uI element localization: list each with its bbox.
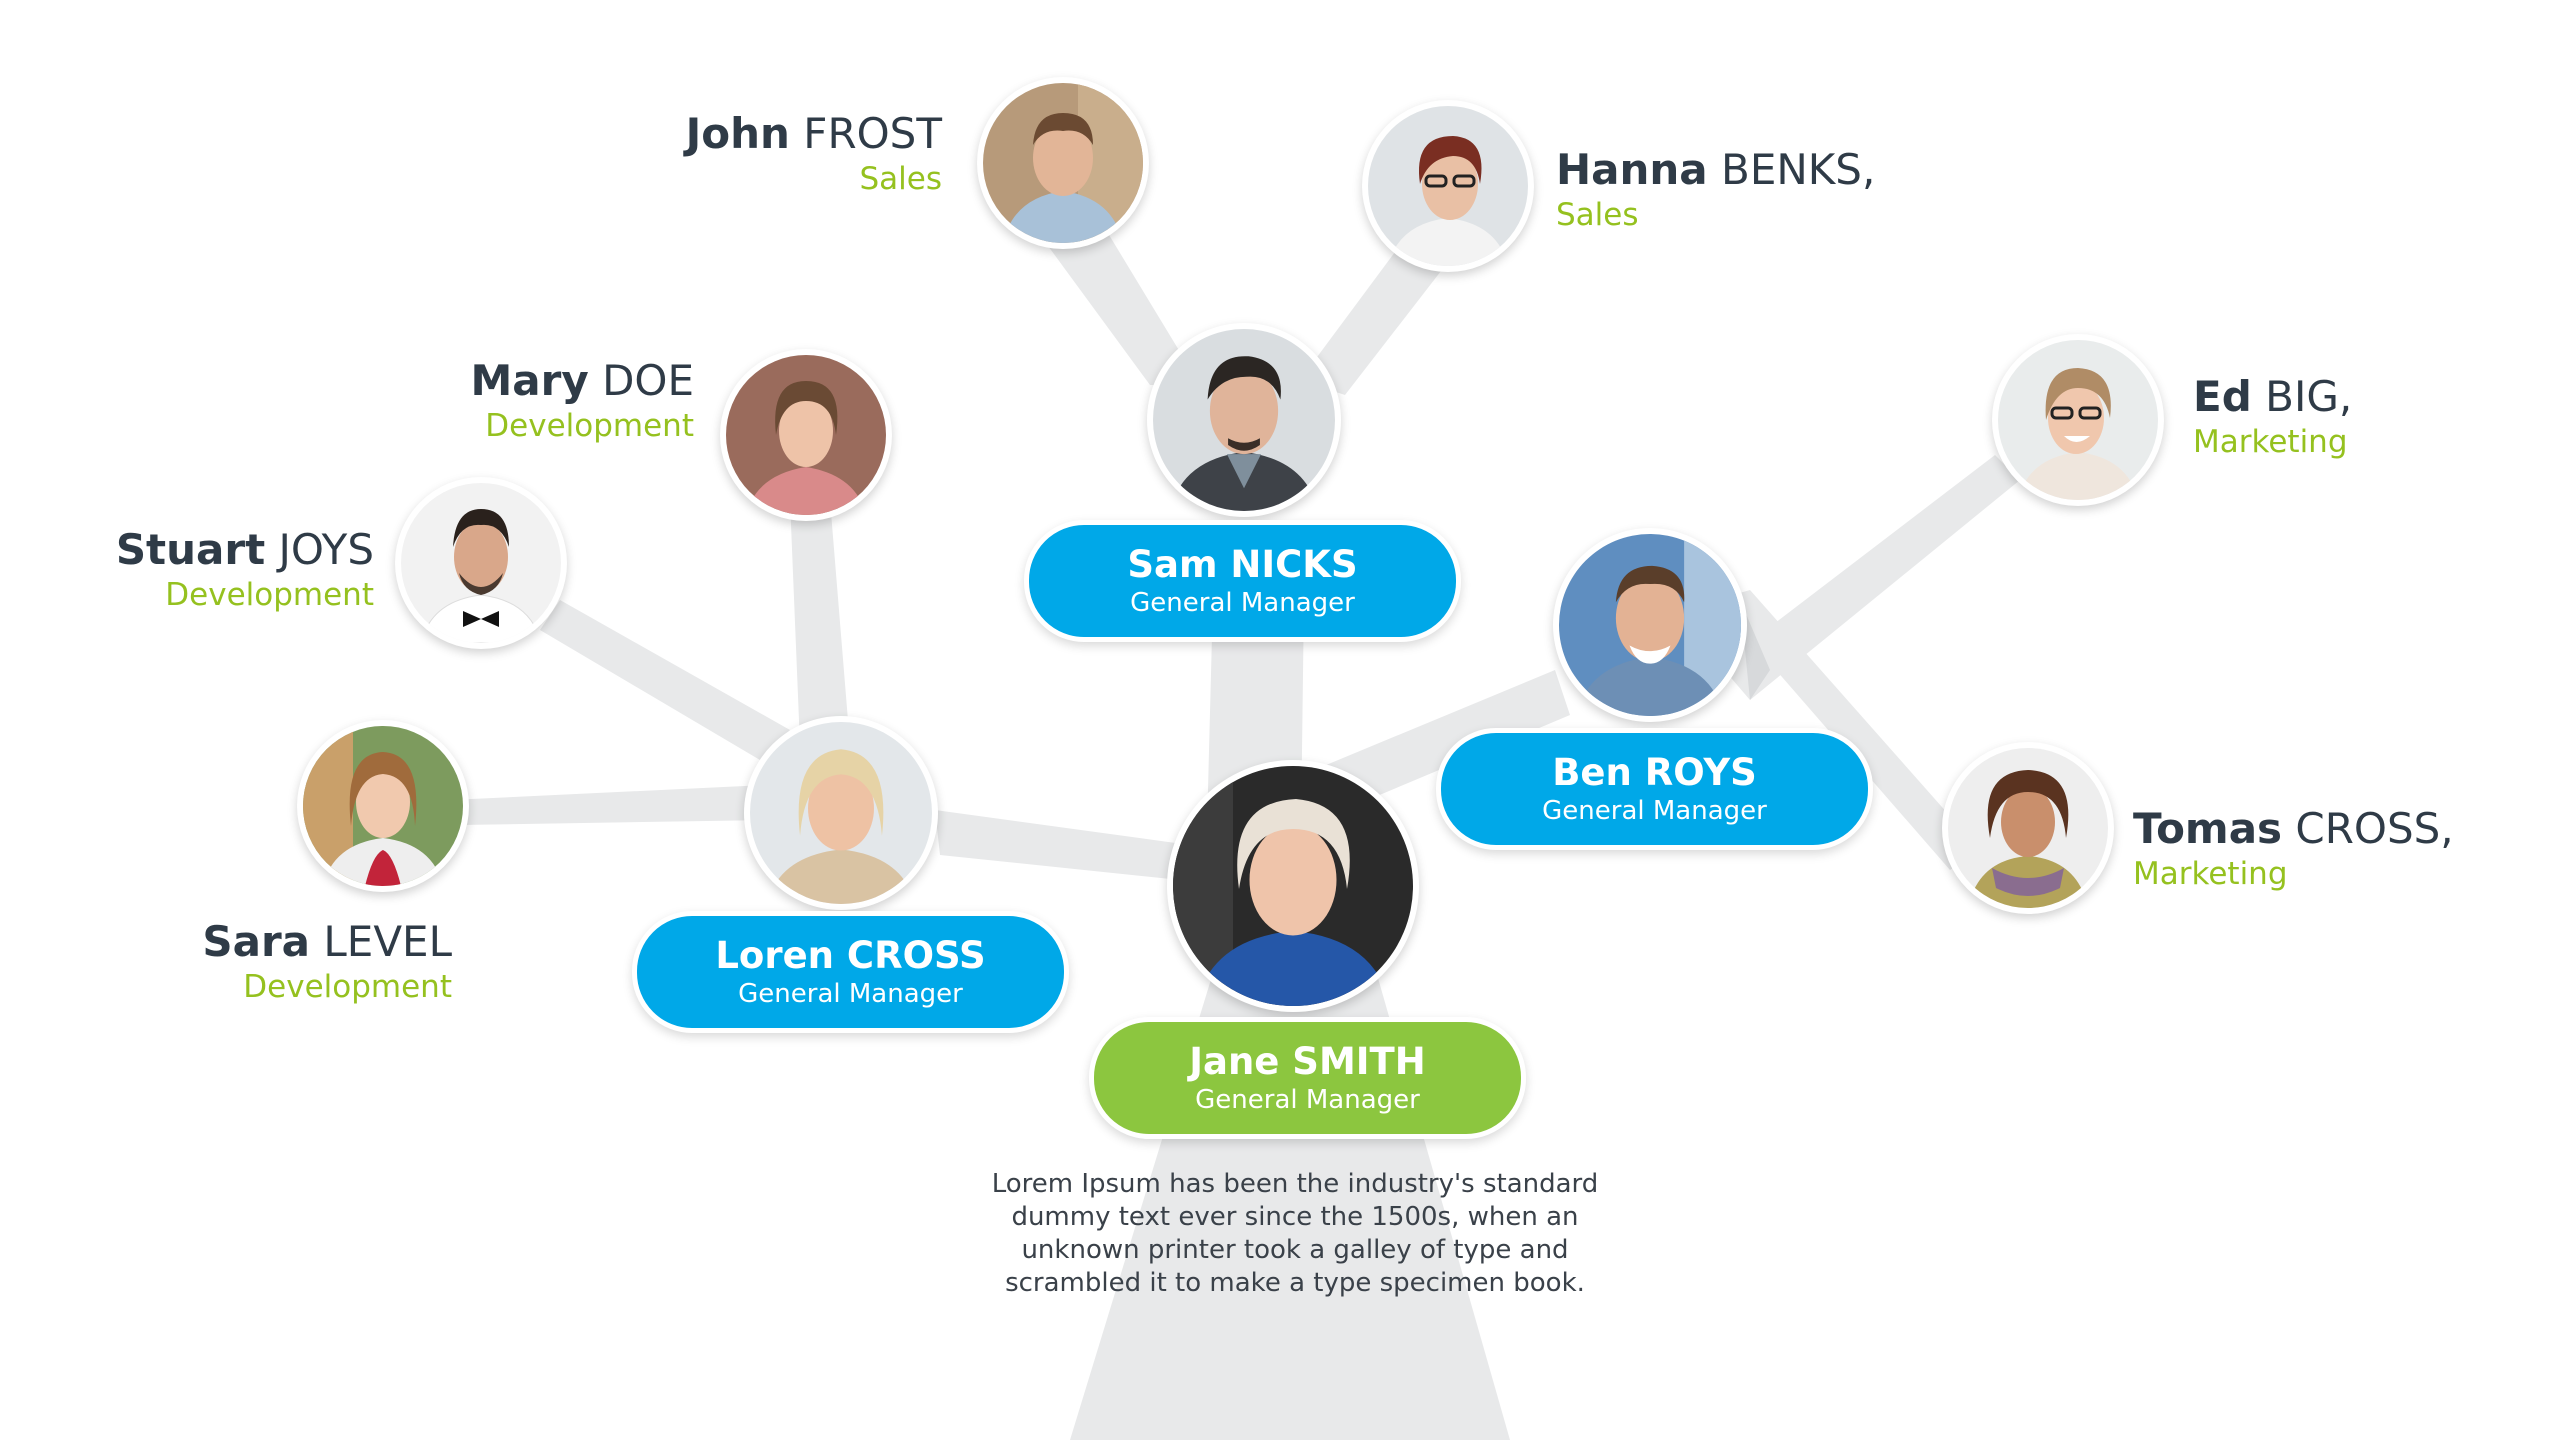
pill-jane-smith: Jane SMITH General Manager [1089,1017,1526,1139]
member-name: Stuart JOYS [115,525,374,574]
avatar-sara-level [297,720,469,892]
person-photo-icon [1998,340,2158,500]
person-photo-icon [983,83,1143,243]
branch-loren-stuart [540,600,790,760]
member-name: Sara LEVEL [202,917,452,966]
pill-name: Sam NICKS [1127,543,1358,586]
avatar-loren-cross [744,716,938,910]
avatar-stuart-joys [395,477,567,649]
avatar-ben-roys [1553,528,1747,722]
member-name: John FROST [685,109,942,158]
pill-sam-nicks: Sam NICKS General Manager [1024,520,1461,642]
label-sara-level: Sara LEVEL Development [202,918,452,1008]
label-hanna-benks: Hanna BENKS, Sales [1556,146,1875,236]
member-department: Marketing [2193,424,2348,460]
branch-root-loren [935,810,1190,880]
avatar-tomas-cross [1942,742,2114,914]
avatar-john-frost [977,77,1149,249]
member-name: Mary DOE [470,356,694,405]
person-photo-icon [1153,329,1335,511]
member-department: Development [165,577,374,613]
member-department: Sales [859,161,942,197]
member-department: Marketing [2133,856,2288,892]
pill-name: Jane SMITH [1189,1040,1426,1083]
avatar-ed-big [1992,334,2164,506]
person-photo-icon [1368,106,1528,266]
branch-loren-sara [450,785,770,825]
branch-loren-mary [790,500,850,745]
pill-role: General Manager [1542,796,1767,826]
person-photo-icon [1173,766,1413,1006]
branch-ben-ed [1720,455,2020,700]
pill-loren-cross: Loren CROSS General Manager [632,911,1069,1033]
branch-sam-john [1040,220,1200,385]
description-text: Lorem Ipsum has been the industry's stan… [991,1169,1599,1298]
person-photo-icon [726,355,886,515]
branch-ben-tomas [1715,590,1980,870]
member-department: Development [243,969,452,1005]
person-photo-icon [303,726,463,886]
label-tomas-cross: Tomas CROSS, Marketing [2133,805,2454,895]
label-ed-big: Ed BIG, Marketing [2193,373,2352,463]
pill-role: General Manager [738,979,963,1009]
pill-name: Loren CROSS [715,934,986,977]
pill-role: General Manager [1195,1085,1420,1115]
person-photo-icon [1948,748,2108,908]
label-stuart-joys: Stuart JOYS Development [116,526,374,616]
member-department: Development [485,408,694,444]
avatar-sam-nicks [1147,323,1341,517]
label-mary-doe: Mary DOE Development [470,357,694,447]
pill-ben-roys: Ben ROYS General Manager [1436,728,1873,850]
avatar-mary-doe [720,349,892,521]
person-photo-icon [401,483,561,643]
member-department: Sales [1556,197,1639,233]
label-john-frost: John FROST Sales [686,110,942,200]
avatar-jane-smith [1167,760,1419,1012]
member-name: Ed BIG, [2193,372,2353,421]
pill-name: Ben ROYS [1552,751,1757,794]
avatar-hanna-benks [1362,100,1534,272]
pill-role: General Manager [1130,588,1355,618]
person-photo-icon [750,722,932,904]
member-name: Hanna BENKS, [1556,145,1876,194]
person-photo-icon [1559,534,1741,716]
member-name: Tomas CROSS, [2133,804,2454,853]
